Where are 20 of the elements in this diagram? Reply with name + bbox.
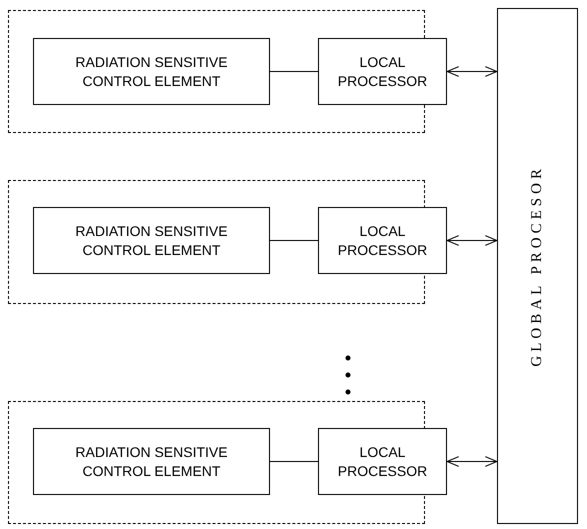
box-label: LOCAL PROCESSOR [336,443,428,480]
process-box [33,207,270,274]
connector-line [270,461,318,462]
process-box [318,207,447,274]
connector-line [270,240,318,241]
arrow [446,66,498,77]
processor-box [497,8,578,524]
box-label: RADIATION SENSITIVE CONTROL ELEMENT [74,443,229,480]
box-label: RADIATION SENSITIVE CONTROL ELEMENT [74,53,229,90]
box-label: LOCAL PROCESSOR [336,53,428,90]
process-box [318,428,447,495]
connector-line [270,71,318,72]
process-box [318,38,447,105]
process-box [33,428,270,495]
box-label: GLOBAL PROCESOR [528,165,546,367]
process-box [33,38,270,105]
arrow [446,235,498,246]
box-label: RADIATION SENSITIVE CONTROL ELEMENT [74,222,229,259]
box-label: LOCAL PROCESSOR [336,222,428,259]
arrow [446,456,498,467]
